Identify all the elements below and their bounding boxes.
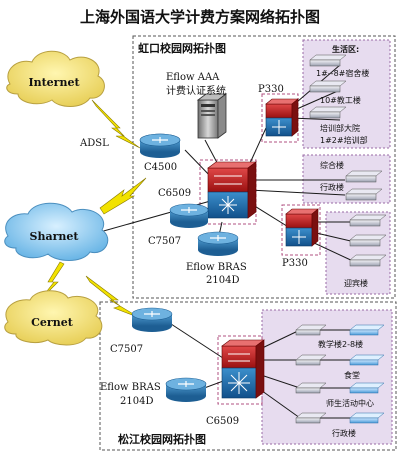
aaa-label-line2: 计费认证系统 [166, 84, 226, 97]
dorm-item-3: 培训部大院 [320, 123, 360, 133]
internet-cloud: Internet [6, 50, 105, 107]
p330-top-switch-icon [265, 98, 299, 137]
aaa-server [196, 93, 228, 139]
admin-item-1: 综合楼 [320, 160, 344, 170]
cernet-label: Cernet [31, 316, 74, 329]
sj-item-1: 教学楼2-8楼 [318, 339, 363, 349]
sj-hub-left-4 [295, 412, 327, 424]
diagram-title: 上海外国语大学计费方案网络拓扑图 [80, 8, 320, 26]
bras-sj-router-icon [165, 377, 207, 402]
dorm-hub-3 [309, 106, 347, 119]
dorm-hub-2 [309, 80, 347, 93]
sj-hub-left-1 [295, 324, 327, 336]
sj-item-3: 师生活动中心 [326, 398, 374, 408]
sj-hub-right-2 [349, 354, 385, 366]
guest-hub-2 [349, 234, 387, 247]
hongkou-region-box [132, 35, 396, 299]
aaa-label-line1: Eflow AAA [166, 72, 220, 83]
songjiang-region-box [99, 301, 397, 451]
admin-hub-2 [345, 188, 383, 201]
c4500-router-icon [139, 133, 181, 158]
admin-item-2: 行政楼 [320, 182, 344, 192]
guest-hub-1 [349, 214, 387, 227]
sj-hub-left-3 [295, 382, 327, 394]
c6509-hk-switch-icon [207, 161, 257, 219]
sj-item-2: 食堂 [344, 370, 360, 380]
p330-mid-outline [281, 204, 321, 256]
sharnet-cloud: Sharnet [4, 202, 109, 261]
bras-hk-label-line2: 2104D [206, 275, 239, 286]
c4500-label: C4500 [144, 162, 177, 173]
c7507-hk-label: C7507 [148, 236, 181, 247]
songjiang-region-label: 松江校园网拓扑图 [118, 432, 206, 446]
sj-hub-right-1 [349, 324, 385, 336]
sj-hub-right-4 [349, 412, 385, 424]
c6509-sj-switch-icon [221, 339, 265, 399]
admin-hub-1 [345, 170, 383, 183]
cernet-cloud: Cernet [4, 290, 103, 346]
sj-hub-left-2 [295, 354, 327, 366]
c7507-hk-router-icon [169, 203, 209, 228]
wan-bolts [39, 99, 147, 319]
guest-hub-3 [349, 254, 387, 267]
p330-mid-switch-icon [285, 208, 319, 247]
sj-item-4: 行政楼 [332, 428, 356, 438]
adsl-label: ADSL [79, 138, 109, 149]
dorm-item-2: 10#教工楼 [320, 95, 361, 105]
sj-hub-right-3 [349, 382, 385, 394]
bras-sj-label-line1: Eflow BRAS [100, 382, 161, 393]
guest-item-1: 迎宾楼 [344, 278, 368, 288]
sharnet-label: Sharnet [30, 230, 80, 243]
c6509-hk-label: C6509 [158, 188, 191, 199]
hongkou-region-label: 虹口校园网拓扑图 [138, 41, 226, 55]
p330-top-label: P330 [258, 84, 284, 95]
c7507-sj-label: C7507 [110, 344, 143, 355]
bras-hk-label-line1: Eflow BRAS [186, 262, 247, 273]
bras-sj-label-line2: 2104D [120, 396, 153, 407]
dorm-item-4: 1#2#培训部 [320, 135, 368, 145]
c6509-sj-label: C6509 [206, 416, 239, 427]
dorm-item-1: 1#--8#宿舍楼 [316, 68, 369, 78]
c7507-sj-router-icon [131, 307, 173, 332]
p330-mid-label: P330 [282, 258, 308, 269]
dorm-panel-title: 生活区: [332, 44, 359, 54]
dorm-hub-1 [309, 54, 347, 67]
bras-hk-router-icon [197, 231, 239, 256]
internet-label: Internet [28, 76, 80, 89]
